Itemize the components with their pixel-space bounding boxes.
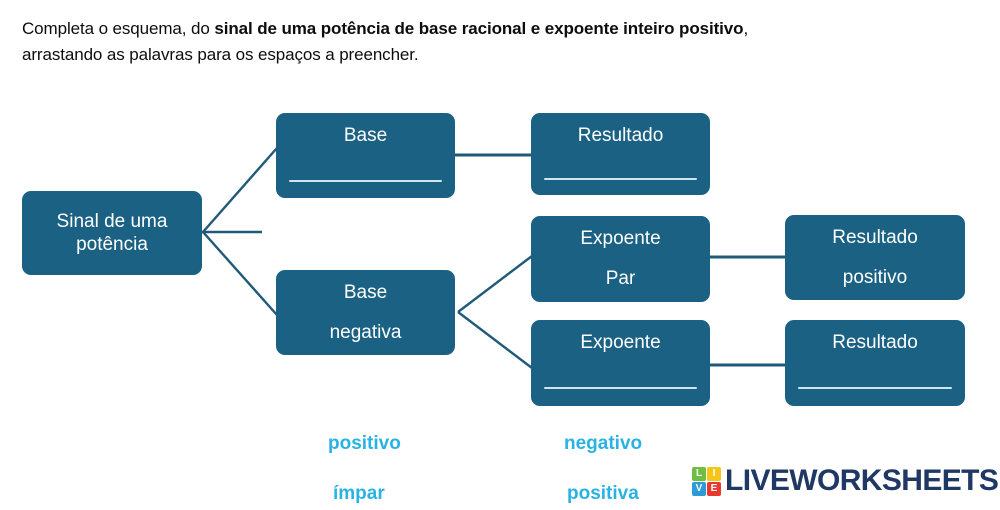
node-root-line1: Sinal de uma [56, 211, 168, 232]
node-base-positive: Base [276, 113, 455, 198]
node-exponent-even-line1: Expoente [580, 228, 661, 249]
node-exponent-blank-label: Expoente [580, 332, 661, 353]
node-base-negative-line2: negativa [329, 322, 402, 343]
logo-tile-e: E [707, 481, 721, 496]
word-bank-item-positivo[interactable]: positivo [328, 433, 401, 454]
instruction-bold: sinal de uma potência de base racional e… [214, 19, 744, 38]
node-base-negative: Base negativa [276, 270, 455, 355]
logo-wordmark: LIVEWORKSHEETS [725, 464, 999, 497]
node-exponent-blank: Expoente [531, 320, 710, 406]
node-result-blank-label: Resultado [832, 332, 918, 353]
logo-tile-i: I [707, 466, 721, 481]
node-exponent-even-line2: Par [605, 268, 636, 289]
blank-result[interactable] [798, 387, 952, 389]
liveworksheets-logo: L I V E LIVEWORKSHEETS [692, 464, 999, 497]
word-bank-item-negativo[interactable]: negativo [564, 433, 643, 454]
blank-exponent[interactable] [544, 387, 697, 389]
node-result-top: Resultado [531, 113, 710, 195]
node-base-negative-line1: Base [343, 282, 388, 303]
node-result-positive-line2: positivo [842, 267, 908, 288]
node-exponent-even: Expoente Par [531, 216, 710, 302]
node-result-positive-line1: Resultado [832, 227, 918, 248]
instruction-line2: arrastando as palavras para os espaços a… [22, 45, 419, 64]
node-base-positive-label: Base [343, 125, 388, 146]
instruction-part1: Completa o esquema, do [22, 19, 215, 38]
node-result-positive: Resultado positivo [785, 215, 965, 300]
word-bank-item-impar[interactable]: ímpar [333, 483, 385, 504]
logo-tiles: L I V E [692, 466, 721, 496]
node-root: Sinal de uma potência [22, 191, 202, 275]
node-root-line2: potência [76, 234, 148, 255]
logo-tile-v: V [692, 481, 706, 496]
logo-tile-l: L [692, 466, 706, 481]
blank-result-top[interactable] [544, 178, 697, 180]
instruction-part2: , [743, 19, 749, 38]
instruction-text: Completa o esquema, do sinal de uma potê… [22, 16, 982, 68]
node-result-blank: Resultado [785, 320, 965, 406]
blank-base-positive[interactable] [289, 180, 442, 182]
word-bank-item-positiva[interactable]: positiva [567, 483, 639, 504]
node-result-top-label: Resultado [577, 125, 664, 146]
